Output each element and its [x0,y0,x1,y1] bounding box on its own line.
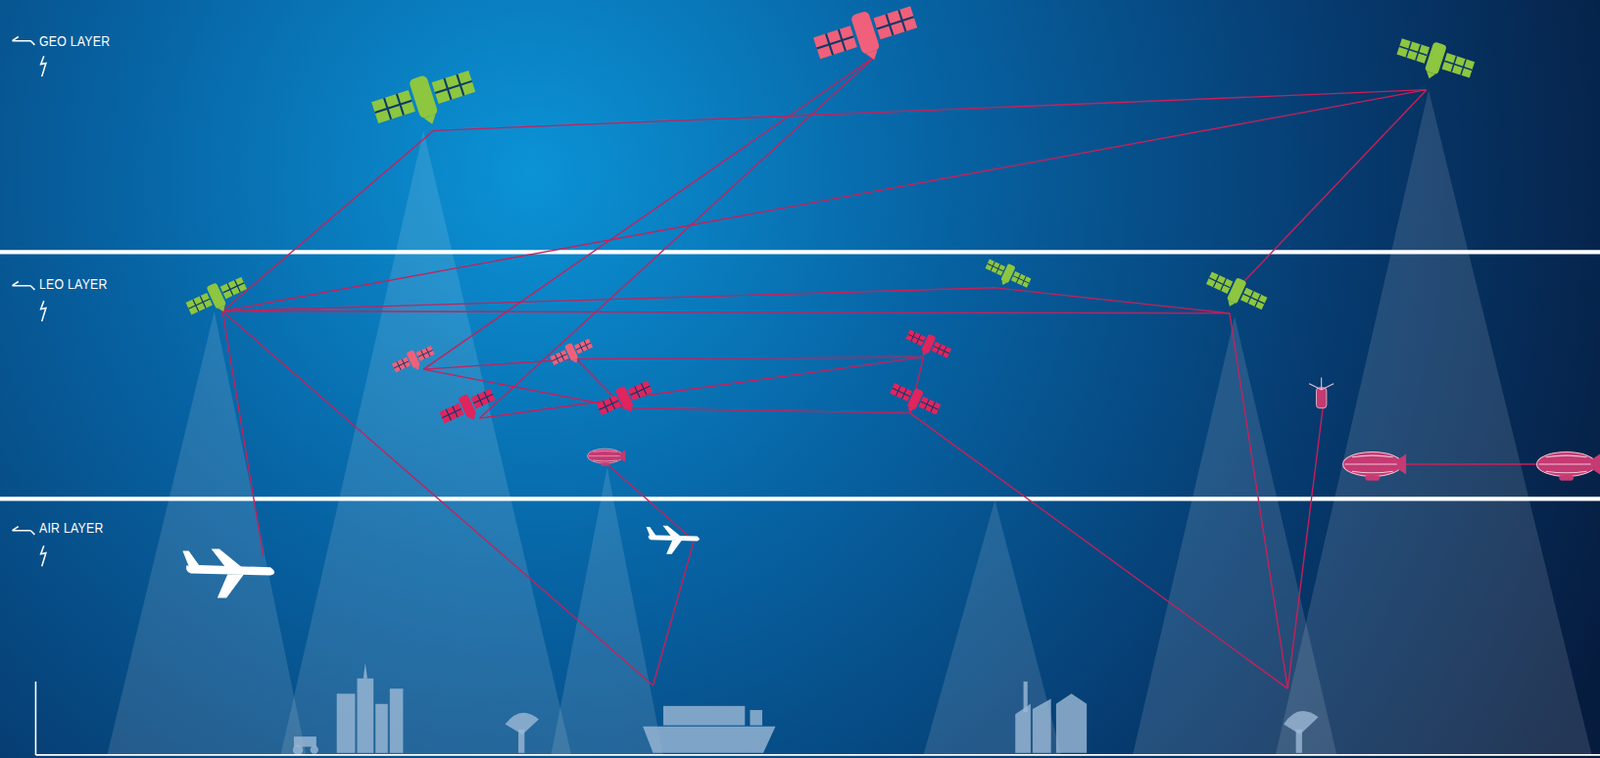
layer-band: AIR LAYER [0,498,1600,758]
layer-divider [0,251,1600,499]
coverage-beams [106,90,1592,756]
layer-label: GEO LAYER [39,32,110,49]
link-lines [222,55,1567,689]
airships [586,377,1600,481]
layer-band: GEO LAYER [0,0,1600,252]
ground-stations [292,663,1319,756]
layer-label: LEO LAYER [39,275,108,292]
ground-axis [35,681,1600,756]
layer-icon [11,37,46,568]
aircraft [182,526,700,599]
layer-label: AIR LAYER [39,519,104,536]
satellites [183,0,1477,433]
layer-band: LEO LAYER [0,251,1600,499]
